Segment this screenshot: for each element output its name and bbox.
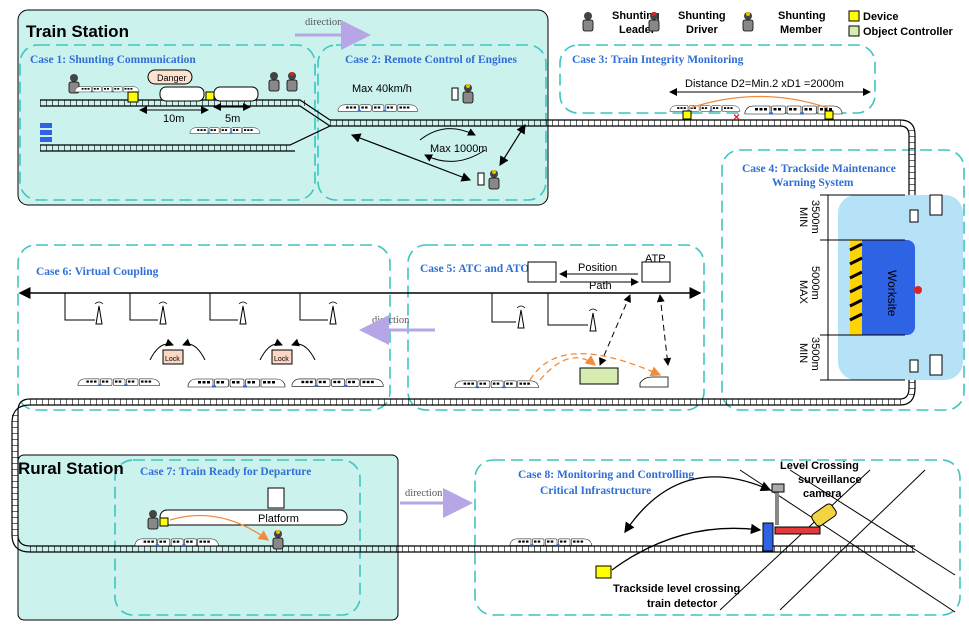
shunting-driver-icon <box>648 11 660 32</box>
svg-text:MIN: MIN <box>797 207 809 227</box>
shunting-member-icon <box>742 11 754 32</box>
case1-dist-5m: 5m <box>225 113 240 125</box>
case6-title: Case 6: Virtual Coupling <box>36 266 159 278</box>
device-legend-swatch <box>848 10 860 22</box>
case7-title: Case 7: Train Ready for Departure <box>140 466 311 478</box>
case3-title: Case 3: Train Integrity Monitoring <box>572 54 744 66</box>
platform-label: Platform <box>258 513 299 525</box>
svg-text:3500m: 3500m <box>809 337 821 371</box>
crossing-barrier-arm <box>774 526 821 535</box>
case2-max-dist: Max 1000m <box>430 143 487 155</box>
case8-title-l2: Critical Infrastructure <box>540 485 651 497</box>
train-station-title: Train Station <box>26 22 129 41</box>
case1-title: Case 1: Shunting Communication <box>30 54 196 66</box>
object-controller-legend-swatch <box>848 25 860 37</box>
camera-label-l2: surveillance <box>798 474 862 486</box>
atp-label: ATP <box>645 253 666 265</box>
svg-text:Lock: Lock <box>274 356 289 363</box>
legend-member-l2: Member <box>780 24 823 36</box>
legend-object-controller: Object Controller <box>863 26 954 38</box>
legend-member-l1: Shunting <box>778 10 826 22</box>
buffer-stop-icon <box>40 123 52 142</box>
case2-max-speed: Max 40km/h <box>352 83 412 95</box>
danger-badge <box>147 69 193 85</box>
svg-text:5000m: 5000m <box>809 266 821 300</box>
legend-driver-l2: Driver <box>686 24 719 36</box>
platform <box>159 509 348 526</box>
surveillance-camera-icon <box>771 483 785 493</box>
case8-box <box>474 459 961 616</box>
direction-arrow-top: direction <box>295 17 371 50</box>
break-mark: × <box>733 110 740 124</box>
svg-text:direction: direction <box>305 17 343 28</box>
danger-label: Danger <box>157 73 187 83</box>
worksite-label: Worksite <box>885 270 899 317</box>
svg-text:direction: direction <box>372 315 410 326</box>
case8-title-l1: Case 8: Monitoring and Controlling <box>518 469 694 481</box>
legend-device: Device <box>863 11 898 23</box>
case3-box <box>559 44 876 114</box>
svg-text:MAX: MAX <box>797 280 809 305</box>
direction-arrow-bottom: direction <box>400 488 473 518</box>
crossing-barrier-post <box>762 522 774 552</box>
svg-text:direction: direction <box>405 488 443 499</box>
svg-text:MIN: MIN <box>797 343 809 363</box>
train-detector-device <box>595 565 612 579</box>
rural-station-area <box>17 454 399 621</box>
direction-arrow-middle: direction <box>359 315 435 345</box>
atc-server-left <box>527 261 557 283</box>
building-icon <box>267 487 285 509</box>
legend-leader-l1: Shunting <box>612 10 660 22</box>
case1-dist-10m: 10m <box>163 113 184 125</box>
case8-content: Trackside level crossing train detector … <box>509 460 956 613</box>
object-controller-box <box>579 367 619 385</box>
case1-content: Danger 10m 5m <box>40 69 298 142</box>
worksite-zone <box>850 240 915 335</box>
legend-driver-l1: Shunting <box>678 10 726 22</box>
case5-box <box>407 244 705 411</box>
atc-server-right <box>641 261 671 283</box>
detector-label-l1: Trackside level crossing <box>613 583 740 595</box>
case7-content: Platform <box>134 487 348 550</box>
case5-content: ATP Position Path <box>454 253 672 389</box>
shunting-leader-icon <box>582 11 594 32</box>
case7-box <box>114 459 361 616</box>
legend: Shunting Leader Shunting Driver Shunting… <box>582 10 954 38</box>
camera-label-l3: camera <box>803 488 842 500</box>
case6-content: Lock Lock <box>18 287 702 388</box>
case4-box <box>721 149 965 411</box>
svg-text:3500m: 3500m <box>809 200 821 234</box>
case6-box <box>17 244 391 411</box>
case4-content: Worksite MIN 3500m MAX 5000m MIN 3500m <box>797 194 963 381</box>
legend-leader-l2: Leader <box>619 24 656 36</box>
case3-distance: Distance D2=Min.2 xD1 =2000m <box>685 78 844 90</box>
case2-content: Max 40km/h Max 1000m <box>337 83 526 190</box>
main-track <box>11 119 916 553</box>
car-icon <box>811 503 837 527</box>
case2-title: Case 2: Remote Control of Engines <box>345 54 517 66</box>
case1-box <box>19 44 316 201</box>
detector-label-l2: train detector <box>647 598 718 610</box>
case5-title: Case 5: ATC and ATO <box>420 263 529 275</box>
case3-content: Distance D2=Min.2 xD1 =2000m × <box>669 78 871 124</box>
lock-icon-1 <box>162 349 184 365</box>
rural-station-title: Rural Station <box>18 459 124 478</box>
camera-label-l1: Level Crossing <box>780 460 859 472</box>
case4-title-l2: Warning System <box>772 177 854 189</box>
case4-title-l1: Case 4: Trackside Maintenance <box>742 163 896 175</box>
lock-icon-2 <box>271 349 293 365</box>
position-label: Position <box>578 262 617 274</box>
svg-text:Lock: Lock <box>165 356 180 363</box>
